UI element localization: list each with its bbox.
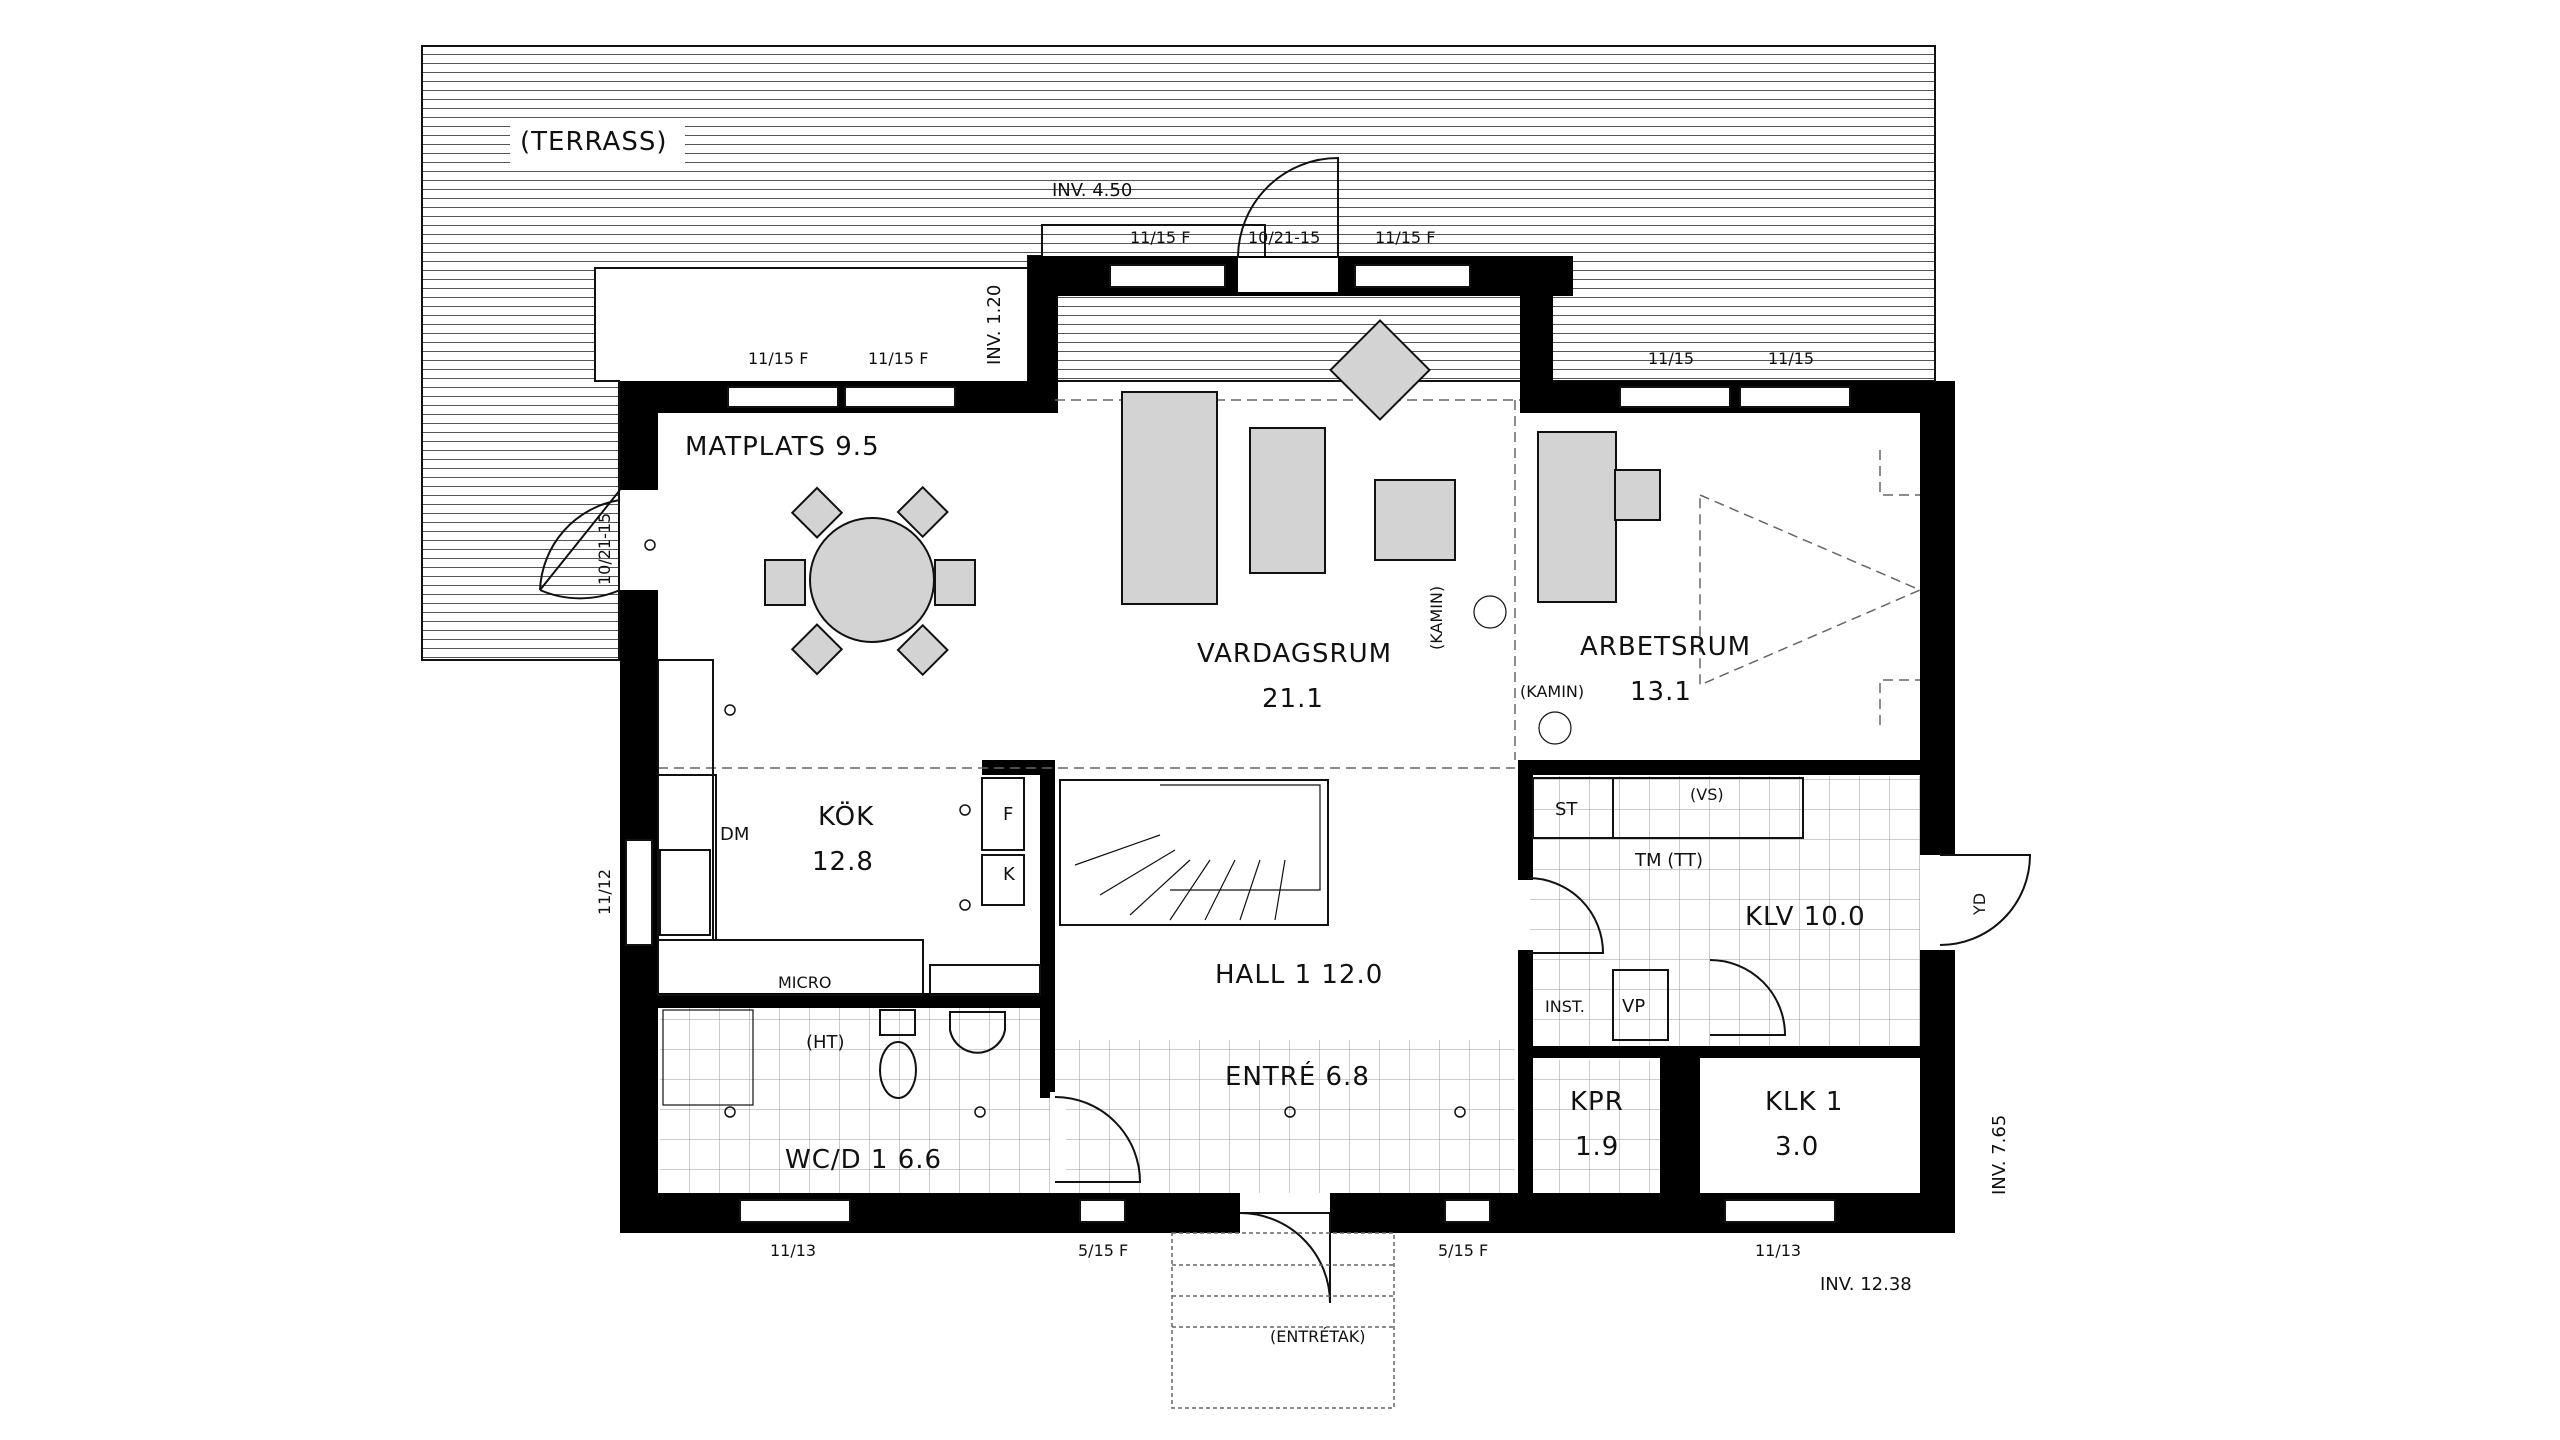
stair	[1059, 779, 1329, 926]
fixture-vs: (VS)	[1690, 785, 1724, 804]
win-top-mid1: 11/15 F	[1130, 228, 1190, 247]
win-left: 11/12	[595, 869, 614, 915]
inv-top: INV. 4.50	[1052, 180, 1132, 201]
fixture-kamin1: (KAMIN)	[1427, 586, 1446, 650]
fixture-entretak: (ENTRÉTAK)	[1270, 1327, 1366, 1346]
bath-fixtures	[662, 1009, 1006, 1106]
room-matplats: MATPLATS 9.5	[685, 432, 880, 462]
win-bottom-left: 11/13	[770, 1241, 816, 1260]
win-bottom-mid1: 5/15 F	[1078, 1241, 1128, 1260]
fixture-tm: TM (TT)	[1634, 850, 1703, 871]
room-entre: ENTRÉ 6.8	[1225, 1060, 1370, 1092]
windows	[625, 264, 1851, 1223]
fixture-yd: YD	[1970, 893, 1989, 916]
ceiling-lines	[658, 399, 1922, 769]
laundry-fixtures	[1532, 777, 1804, 1041]
room-arbetsrum: ARBETSRUM	[1580, 632, 1751, 662]
fixture-kamin2: (KAMIN)	[1520, 682, 1584, 701]
fixture-k: K	[1003, 864, 1016, 885]
win-bottom-right: 11/13	[1755, 1241, 1801, 1260]
fixture-dm: DM	[720, 824, 749, 845]
kitchen-counters	[657, 659, 1041, 996]
fixture-ht: (HT)	[806, 1032, 845, 1053]
room-kok: KÖK	[818, 800, 874, 832]
fixture-f: F	[1003, 804, 1013, 825]
room-hall: HALL 1 12.0	[1215, 960, 1383, 990]
room-vardagsrum-area: 21.1	[1262, 684, 1324, 714]
win-top-left1: 11/15 F	[748, 349, 808, 368]
living-furniture	[1121, 319, 1572, 745]
room-klk-area: 3.0	[1775, 1132, 1819, 1162]
inv-right: INV. 7.65	[1989, 1115, 2010, 1195]
win-door-top: 10/21-15	[1248, 228, 1320, 247]
fixture-vp: VP	[1622, 996, 1645, 1017]
tiled-floors	[660, 776, 1920, 1193]
win-door-left: 10/21-15	[595, 513, 614, 585]
terrace-label: (TERRASS)	[520, 127, 667, 157]
room-klk: KLK 1	[1765, 1087, 1843, 1117]
room-kpr: KPR	[1570, 1087, 1624, 1117]
inner-walls	[658, 760, 1920, 1200]
fixture-inst: INST.	[1545, 997, 1585, 1016]
fixture-st: ST	[1555, 799, 1578, 820]
room-wcd: WC/D 1 6.6	[785, 1145, 942, 1175]
fixture-micro: MICRO	[778, 973, 831, 992]
room-kpr-area: 1.9	[1575, 1132, 1619, 1162]
doors[interactable]	[539, 156, 2032, 1304]
office-desk	[1537, 431, 1661, 603]
entry-porch	[1171, 1232, 1395, 1409]
room-vardagsrum: VARDAGSRUM	[1197, 639, 1392, 669]
room-kok-area: 12.8	[812, 847, 874, 877]
dining-table	[764, 485, 976, 677]
inv-bottom: INV. 12.38	[1820, 1274, 1912, 1295]
win-top-left2: 11/15 F	[868, 349, 928, 368]
room-arbetsrum-area: 13.1	[1630, 677, 1692, 707]
room-klv: KLV 10.0	[1745, 902, 1866, 932]
win-top-right1: 11/15	[1648, 349, 1694, 368]
inv-side: INV. 1.20	[984, 285, 1005, 365]
labels: (TERRASS) INV. 4.50 INV. 1.20 MATPLATS 9…	[520, 127, 2010, 1346]
win-bottom-mid2: 5/15 F	[1438, 1241, 1488, 1260]
win-top-mid2: 11/15 F	[1375, 228, 1435, 247]
win-top-right2: 11/15	[1768, 349, 1814, 368]
light-points	[644, 539, 1466, 1118]
